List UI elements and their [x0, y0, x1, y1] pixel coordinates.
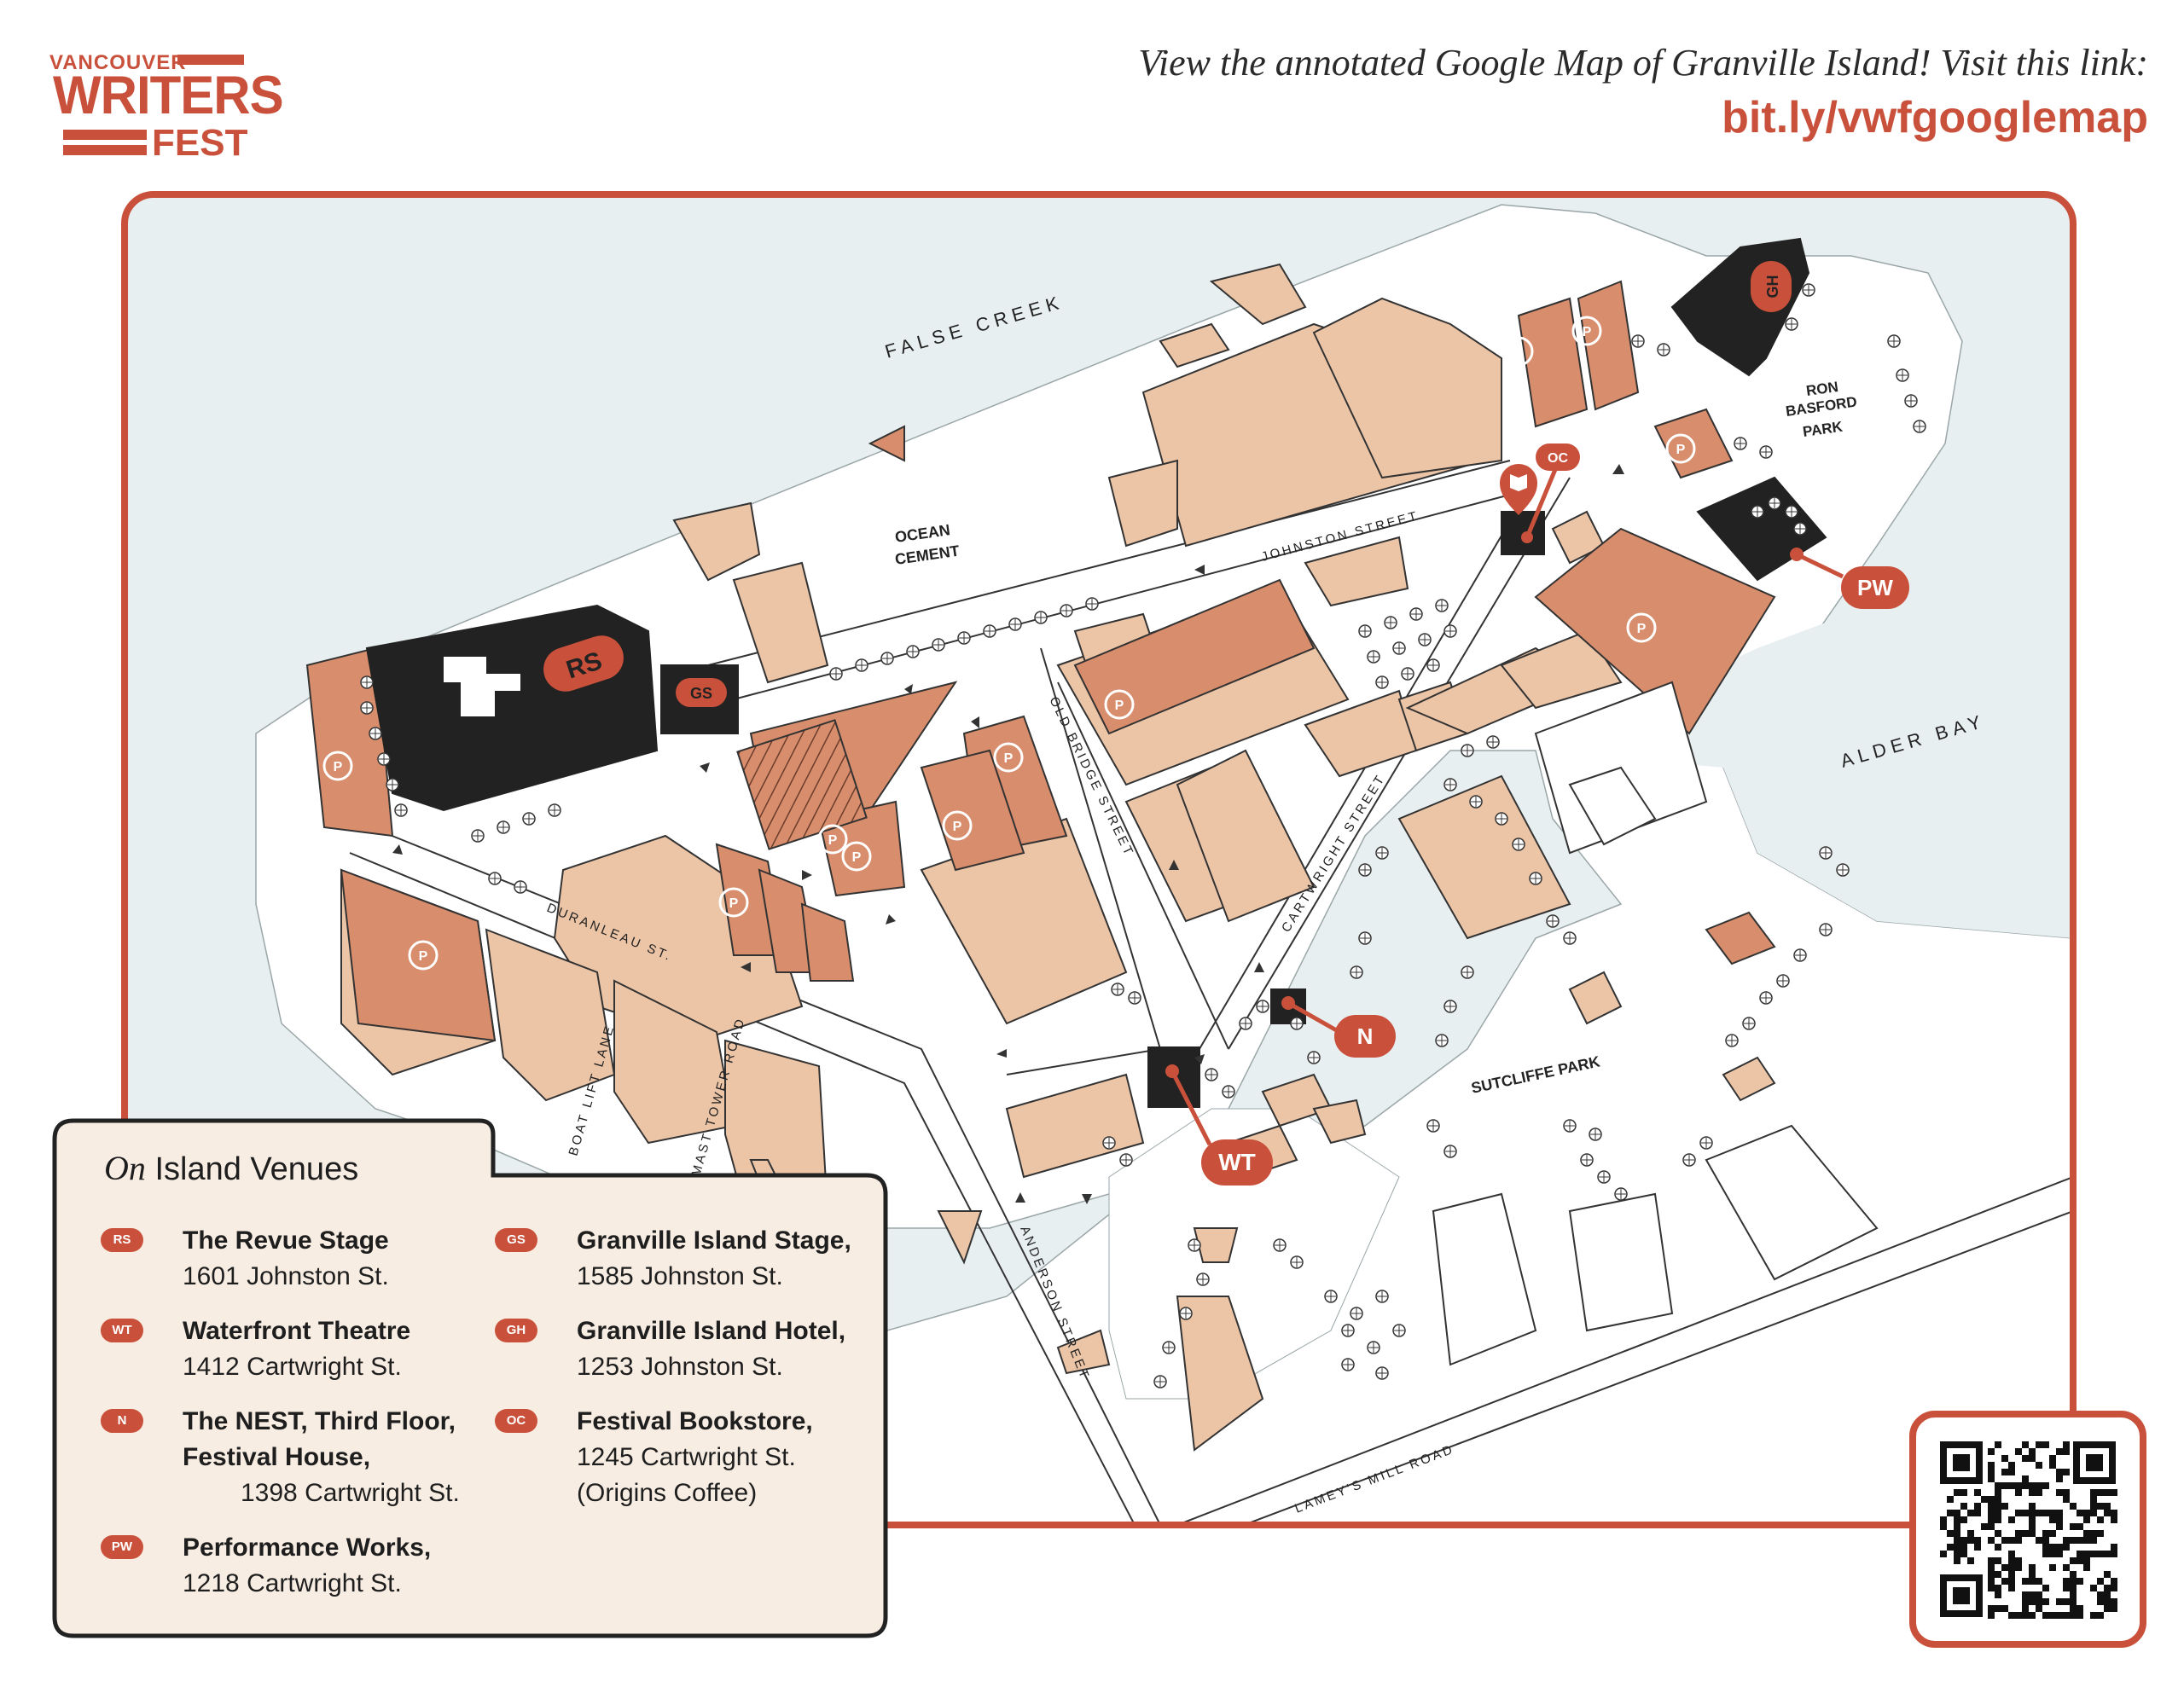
logo-line-fest: FEST: [152, 122, 248, 164]
venue-name: Granville Island Stage,: [577, 1226, 851, 1255]
svg-text:P: P: [852, 850, 862, 865]
parking-letters: P P P P P P P P P P P P: [334, 325, 1686, 964]
venue-address: 1245 Cartwright St.: [577, 1443, 796, 1471]
legend-shape: [52, 1118, 888, 1638]
svg-text:P: P: [729, 896, 739, 911]
svg-text:PW: PW: [1857, 575, 1893, 600]
svg-text:P: P: [1004, 751, 1014, 766]
logo-bar-top: [177, 55, 244, 65]
revue-stage-detail: [444, 657, 520, 716]
map-link-prompt: View the annotated Google Map of Granvil…: [1138, 42, 2148, 84]
legend-panel: On Island Venues RS The Revue Stage 1601…: [48, 1114, 892, 1643]
svg-text:P: P: [1583, 325, 1592, 339]
svg-text:P: P: [419, 949, 428, 964]
venue-address: 1253 Johnston St.: [577, 1353, 783, 1381]
badge-rs: RS: [101, 1228, 143, 1252]
svg-text:P: P: [953, 820, 962, 834]
svg-text:P: P: [334, 760, 343, 774]
legend-title-italic: On: [104, 1149, 146, 1187]
marker-pw[interactable]: PW: [1790, 548, 1909, 609]
logo-line-writers: WRITERS: [53, 65, 284, 125]
alder-bay-water: [1536, 597, 2073, 938]
bookstore-building: [1501, 511, 1545, 555]
google-map-link[interactable]: bit.ly/vwfgooglemap: [1722, 93, 2148, 142]
venue-name: Performance Works,: [183, 1533, 432, 1562]
marker-gh[interactable]: GH: [1751, 261, 1792, 312]
svg-text:P: P: [1637, 622, 1647, 636]
waterfront-theatre-building: [1147, 1046, 1200, 1108]
buildings-light: [340, 263, 1776, 1452]
direction-arrows: [392, 464, 1624, 1204]
svg-text:OC: OC: [1548, 451, 1568, 466]
qr-code-icon: [1909, 1411, 2146, 1648]
venue-address: 1218 Cartwright St.: [183, 1569, 402, 1597]
venue-address-line2: (Origins Coffee): [577, 1479, 758, 1507]
marker-wt[interactable]: WT: [1165, 1064, 1273, 1186]
svg-text:P: P: [1514, 345, 1524, 360]
svg-text:P: P: [1115, 699, 1124, 713]
map-frame: [121, 191, 2077, 1528]
buildings-outline: [1432, 681, 1879, 1366]
svg-text:WT: WT: [1218, 1149, 1256, 1175]
svg-text:GS: GS: [690, 685, 712, 702]
svg-text:P: P: [1676, 443, 1686, 457]
venue-name: The NEST, Third Floor,: [183, 1407, 456, 1435]
buildings-mid: [305, 280, 1776, 1042]
venue-name: The Revue Stage: [183, 1226, 389, 1255]
svg-text:N: N: [1357, 1023, 1374, 1049]
marker-n[interactable]: N: [1281, 996, 1396, 1058]
logo-bar-mid: [63, 130, 147, 140]
badge-pw: PW: [101, 1535, 143, 1559]
book-icon: [1510, 474, 1527, 491]
badge-gs: GS: [495, 1228, 537, 1252]
venue-name: Festival Bookstore,: [577, 1407, 813, 1435]
qr-code-panel[interactable]: [1909, 1411, 2146, 1648]
venue-name-line2: Festival House,: [183, 1443, 371, 1471]
marker-gs[interactable]: GS: [676, 678, 727, 707]
legend-title-rest: Island Venues: [154, 1151, 359, 1187]
venue-address: 1398 Cartwright St.: [241, 1479, 460, 1507]
marker-rs[interactable]: RS: [537, 629, 629, 697]
badge-gh: GH: [495, 1319, 537, 1342]
vwf-logo: VANCOUVER WRITERS FEST: [49, 51, 284, 164]
legend-title: On Island Venues: [104, 1148, 358, 1188]
hatched-building: [736, 719, 868, 850]
marker-oc[interactable]: OC: [1500, 443, 1580, 543]
venue-name: Granville Island Hotel,: [577, 1317, 846, 1345]
venue-markers: RS GS GH OC PW: [537, 261, 1909, 1186]
logo-bar-low: [63, 145, 147, 155]
logo-line-vancouver: VANCOUVER: [49, 51, 187, 74]
badge-wt: WT: [101, 1319, 143, 1342]
venue-name: Waterfront Theatre: [183, 1317, 411, 1345]
venue-address: 1601 Johnston St.: [183, 1262, 389, 1290]
badge-n: N: [101, 1409, 143, 1433]
svg-text:GH: GH: [1764, 275, 1781, 299]
parking-symbols: [322, 316, 1696, 971]
venue-address: 1412 Cartwright St.: [183, 1353, 402, 1381]
badge-oc: OC: [495, 1409, 537, 1433]
svg-text:P: P: [828, 833, 838, 848]
venue-address: 1585 Johnston St.: [577, 1262, 783, 1290]
